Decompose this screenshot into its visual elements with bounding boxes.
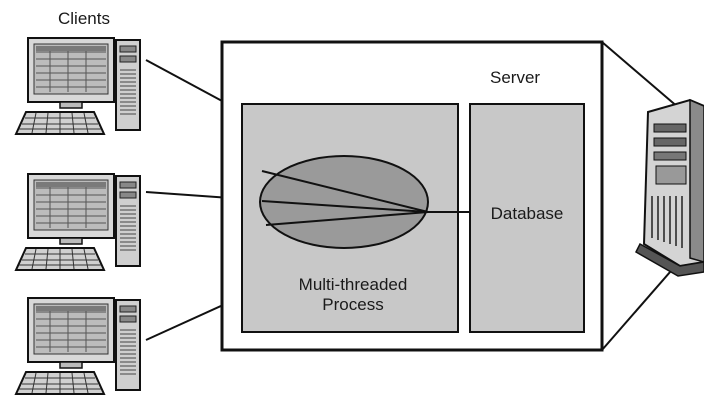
thread-lines	[261, 170, 470, 226]
client-computer-icon	[15, 37, 141, 135]
server-tower-icon	[635, 98, 704, 277]
server-label: Server	[490, 68, 540, 87]
process-label-line2: Process	[322, 295, 383, 314]
client-computer-icon	[15, 297, 141, 395]
database-label: Database	[491, 204, 564, 223]
clients-label: Clients	[58, 9, 110, 28]
process-label-line1: Multi-threaded	[299, 275, 408, 294]
thread-ellipse	[259, 155, 429, 249]
client-computer-icon	[15, 173, 141, 271]
database-box	[469, 103, 585, 333]
